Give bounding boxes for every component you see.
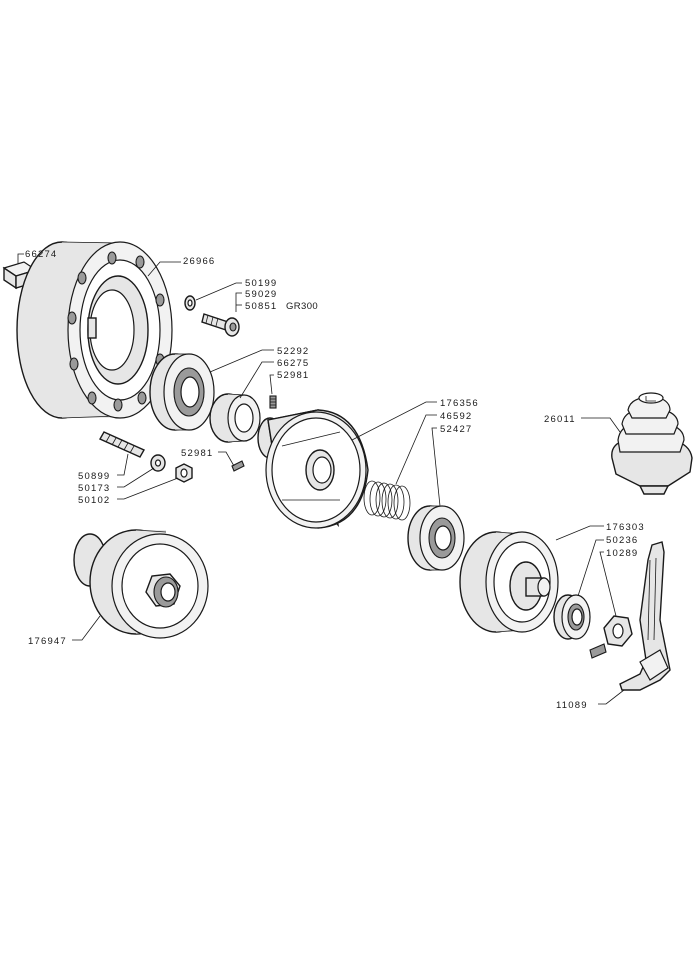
screw-50851 [201, 313, 240, 337]
clutch-assembly-176303 [459, 531, 559, 633]
label-59029: 59029 [245, 289, 277, 300]
boot-26011 [611, 392, 693, 495]
label-50173: 50173 [78, 483, 110, 494]
label-50102: 50102 [78, 495, 110, 506]
bearing-52427 [407, 505, 465, 571]
label-50236: 50236 [606, 535, 638, 546]
nut-10289 [589, 615, 633, 659]
label-66274: 66274 [25, 249, 57, 260]
leader-lines [17, 253, 625, 705]
washer-50173 [150, 454, 166, 472]
label-176356: 176356 [440, 398, 479, 409]
label-50899: 50899 [78, 471, 110, 482]
label-52981-upper: 52981 [277, 370, 309, 381]
label-50851-note: GR300 [286, 301, 318, 312]
nut-50102 [175, 463, 193, 483]
bearing-52292 [149, 353, 215, 431]
label-46592: 46592 [440, 411, 472, 422]
label-66275: 66275 [277, 358, 309, 369]
washer-50199 [184, 295, 196, 311]
label-26966: 26966 [183, 256, 215, 267]
set-screw-52981-upper [269, 395, 277, 409]
label-52292: 52292 [277, 346, 309, 357]
bearing-50236 [553, 594, 591, 640]
label-26011: 26011 [544, 414, 576, 425]
set-screw-52981-lower [231, 460, 245, 472]
label-52981-lower: 52981 [181, 448, 213, 459]
flywheel-hub-26966 [16, 241, 173, 419]
clutch-drum-176356 [257, 409, 369, 529]
bracket-11089 [619, 541, 671, 691]
label-50199: 50199 [245, 278, 277, 289]
label-176303: 176303 [606, 522, 645, 533]
clutch-complete-176947 [73, 529, 209, 639]
part-labels: 66274 26966 50199 59029 50851 GR300 5229… [25, 249, 645, 711]
spring-46592 [363, 480, 411, 521]
label-10289: 10289 [606, 548, 638, 559]
label-52427: 52427 [440, 424, 472, 435]
label-50851: 50851 [245, 301, 277, 312]
spacer-66275 [209, 393, 261, 443]
stud-50899 [99, 431, 145, 458]
label-176947: 176947 [28, 636, 67, 647]
label-11089: 11089 [556, 700, 588, 711]
